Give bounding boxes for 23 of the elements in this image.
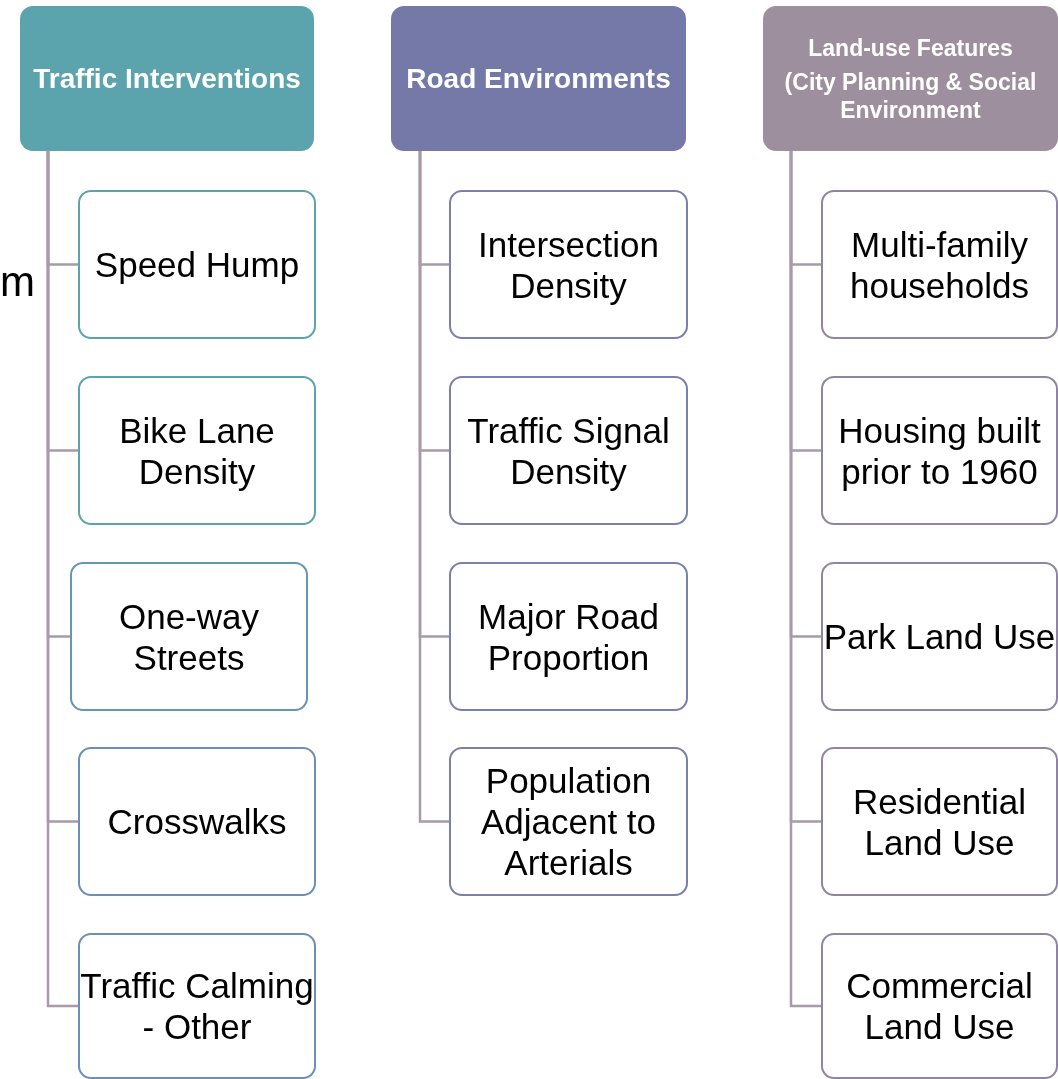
partial-text: m [0,258,35,306]
factor-box: Intersection Density [449,190,688,339]
factor-box: Bike Lane Density [78,376,316,525]
factor-box: Crosswalks [78,747,316,896]
factor-box: Traffic Signal Density [449,376,688,525]
factor-box: Traffic Calming - Other [78,933,316,1079]
connector-line [418,151,449,823]
header-text: Land-use Features [808,33,1013,62]
factor-box: One-way Streets [70,562,308,711]
category-header [763,6,1058,151]
factor-box: Commercial Land Use [821,933,1058,1079]
factor-box: Population Adjacent to Arterials [449,747,688,896]
category-header: Traffic Interventions [20,6,314,151]
factor-box: Speed Hump [78,190,316,339]
factor-box: Residential Land Use [821,747,1058,896]
factor-box: Multi-family households [821,190,1058,339]
factor-box: Park Land Use [821,562,1058,711]
factor-box: Major Road Proportion [449,562,688,711]
category-header: Road Environments [391,6,686,151]
header-text: (City Planning & Social Environment [783,67,1038,124]
factor-box: Housing built prior to 1960 [821,376,1058,525]
connector-line [789,151,821,1008]
connector-line [46,151,78,1008]
